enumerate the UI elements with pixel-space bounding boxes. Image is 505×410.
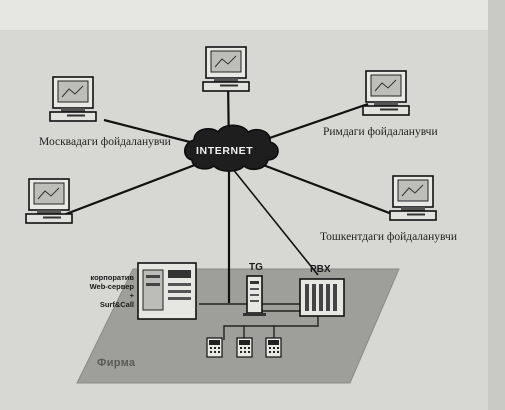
pc-top-icon	[202, 46, 250, 92]
link-hub-pbx	[231, 167, 319, 276]
server-note: корпоратив Web-сервер + Surf&Call	[34, 273, 134, 309]
phone-icon	[236, 337, 253, 358]
server-note-line: +	[129, 291, 134, 300]
server-icon	[137, 262, 197, 320]
firm-label: Фирма	[97, 357, 136, 369]
phone-icon	[265, 337, 282, 358]
gateway-tg-icon	[243, 275, 266, 316]
gateway-label: TG	[249, 262, 263, 273]
pbx-label: PBX	[310, 264, 331, 275]
server-note-line: Surf&Call	[99, 300, 134, 309]
pc-rome-icon	[362, 70, 410, 116]
pc-tashkent-icon	[389, 175, 437, 221]
pc-left-icon	[25, 178, 73, 224]
rome-user-label: Римдаги фойдаланувчи	[323, 126, 438, 138]
pbx-icon	[299, 278, 345, 317]
server-note-line: Web-сервер	[89, 282, 134, 291]
server-note-line: корпоратив	[90, 273, 134, 282]
internet-cloud	[184, 124, 279, 172]
pc-moscow-icon	[49, 76, 97, 122]
tashkent-user-label: Тошкентдаги фойдаланувчи	[320, 231, 457, 243]
moscow-user-label: Москвадаги фойдаланувчи	[39, 136, 171, 148]
phone-icon	[206, 337, 223, 358]
internet-label: INTERNET	[196, 145, 254, 157]
